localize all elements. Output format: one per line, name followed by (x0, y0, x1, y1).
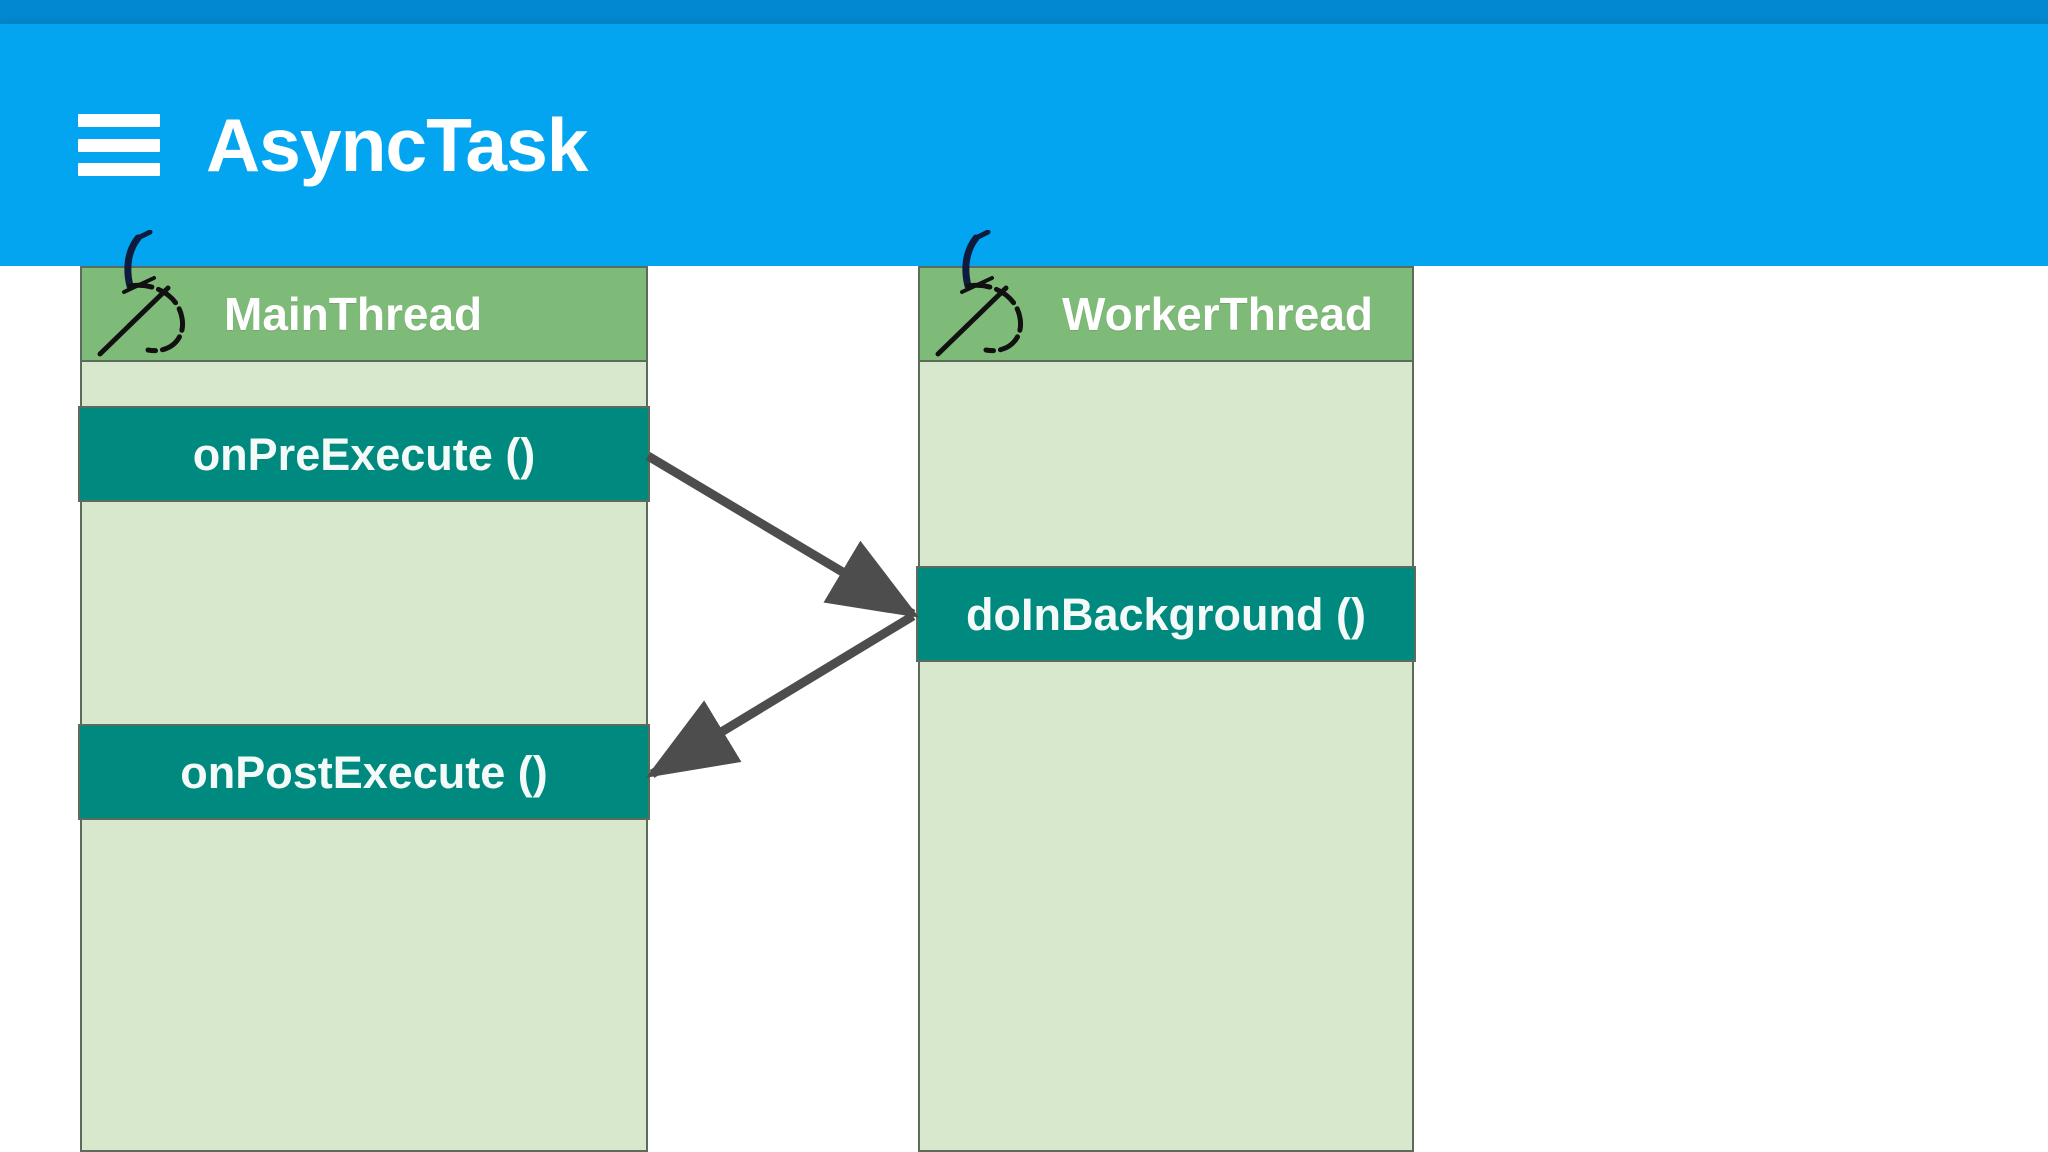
lifeline-body-main-thread (80, 266, 648, 1152)
method-label-on-post-execute: onPostExecute () (180, 746, 548, 798)
activation-do-in-background[interactable]: doInBackground () (916, 566, 1416, 662)
status-bar (0, 0, 2048, 24)
activation-on-post-execute[interactable]: onPostExecute () (78, 724, 650, 820)
activation-on-pre-execute[interactable]: onPreExecute () (78, 406, 650, 502)
hamburger-line-2 (78, 138, 160, 152)
lifeline-header-main-thread[interactable]: MainThread (80, 266, 648, 362)
lifeline-header-worker-thread[interactable]: WorkerThread (918, 266, 1414, 362)
method-label-do-in-background: doInBackground () (966, 588, 1366, 640)
sequence-diagram: MainThread onPreExecute () onPostExecute… (0, 230, 2048, 1152)
arrow-background-to-post (645, 612, 916, 778)
lifeline-body-worker-thread (918, 266, 1414, 1152)
app-bar: AsyncTask (0, 24, 2048, 266)
lifeline-title-worker-thread: WorkerThread (1062, 288, 1374, 340)
app-bar-content: AsyncTask (78, 24, 588, 266)
hamburger-line-3 (78, 163, 160, 176)
hamburger-line-1 (78, 114, 160, 127)
lifeline-title-main-thread: MainThread (224, 288, 483, 340)
page-title: AsyncTask (206, 102, 588, 187)
arrow-pre-to-background (645, 452, 920, 618)
method-label-on-pre-execute: onPreExecute () (192, 428, 536, 480)
lifeline-main-thread: MainThread onPreExecute () onPostExecute… (78, 230, 650, 1152)
lifeline-worker-thread: WorkerThread doInBackground () (916, 230, 1416, 1152)
hamburger-menu-icon[interactable] (78, 114, 160, 176)
